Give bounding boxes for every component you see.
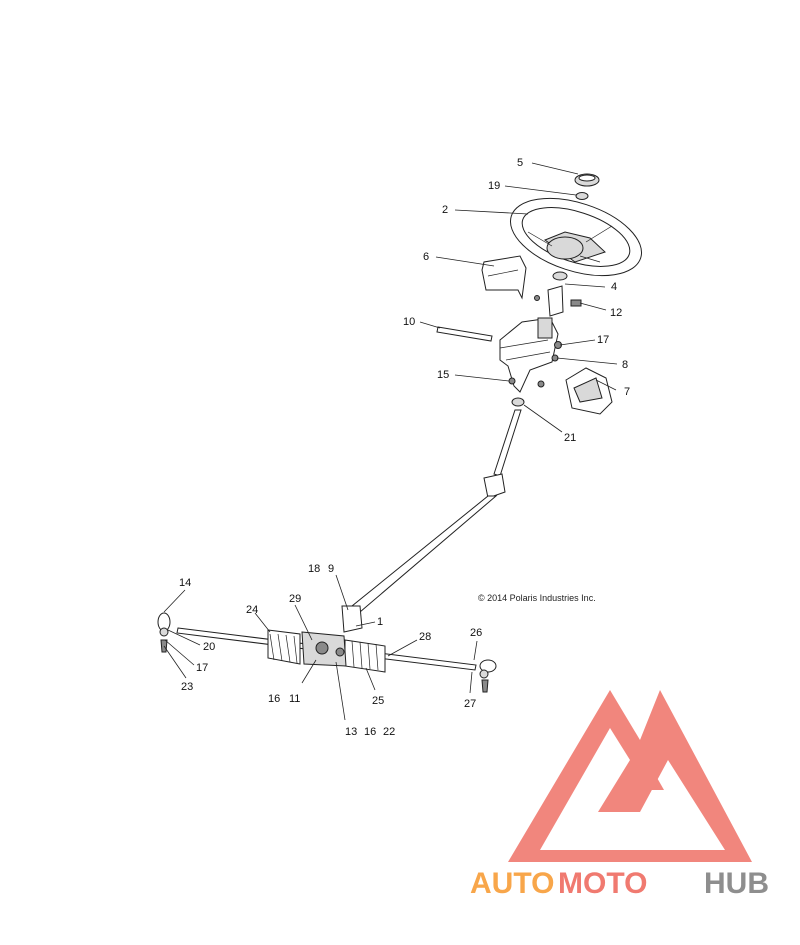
callout-29: 29 — [289, 593, 301, 605]
bolt-12 — [570, 299, 582, 307]
callout-1: 1 — [377, 616, 383, 628]
column-bracket — [499, 317, 559, 393]
lower-shroud — [565, 367, 613, 415]
callout-14: 14 — [179, 577, 191, 589]
callout-7: 7 — [624, 386, 630, 398]
callout-22: 22 — [383, 726, 395, 738]
callout-16-right: 16 — [364, 726, 376, 738]
callout-25: 25 — [372, 695, 384, 707]
callout-17-upper: 17 — [597, 334, 609, 346]
callout-12: 12 — [610, 307, 622, 319]
fasteners-bracket — [508, 295, 562, 388]
callout-5: 5 — [517, 157, 523, 169]
callout-4: 4 — [611, 281, 617, 293]
copyright-notice: © 2014 Polaris Industries Inc. — [478, 593, 596, 603]
callout-2: 2 — [442, 204, 448, 216]
callout-21: 21 — [564, 432, 576, 444]
callout-labels: 5 19 2 6 4 12 10 17 8 7 15 21 18 9 29 1 … — [179, 157, 630, 738]
callout-10: 10 — [403, 316, 415, 328]
callout-24: 24 — [246, 604, 258, 616]
horn-cap — [574, 173, 600, 187]
nut-19 — [575, 192, 589, 200]
callout-8: 8 — [622, 359, 628, 371]
tie-rod-end-right — [479, 659, 497, 693]
callout-27: 27 — [464, 698, 476, 710]
watermark-moto: MOTO — [558, 867, 647, 900]
callout-15: 15 — [437, 369, 449, 381]
callout-19: 19 — [488, 180, 500, 192]
callout-9: 9 — [328, 563, 334, 575]
watermark-logo — [508, 690, 752, 862]
callout-28: 28 — [419, 631, 431, 643]
intermediate-shaft — [341, 397, 525, 633]
pin-10 — [436, 326, 493, 342]
callout-13: 13 — [345, 726, 357, 738]
callout-6: 6 — [423, 251, 429, 263]
steering-wheel — [509, 197, 643, 277]
watermark-text: AUTO MOTO HUB — [470, 867, 769, 900]
tie-rod-end-left — [157, 612, 171, 653]
watermark-hub: HUB — [704, 867, 769, 900]
column-upper — [547, 271, 568, 317]
watermark-auto: AUTO — [470, 867, 554, 900]
callout-26: 26 — [470, 627, 482, 639]
leader-lines — [163, 162, 618, 721]
upper-shroud — [481, 255, 527, 300]
callout-18: 18 — [308, 563, 320, 575]
callout-20: 20 — [203, 641, 215, 653]
steering-rack — [176, 627, 477, 673]
callout-17-lower: 17 — [196, 662, 208, 674]
callout-11: 11 — [289, 693, 300, 705]
callout-23: 23 — [181, 681, 193, 693]
callout-16-left: 16 — [268, 693, 280, 705]
